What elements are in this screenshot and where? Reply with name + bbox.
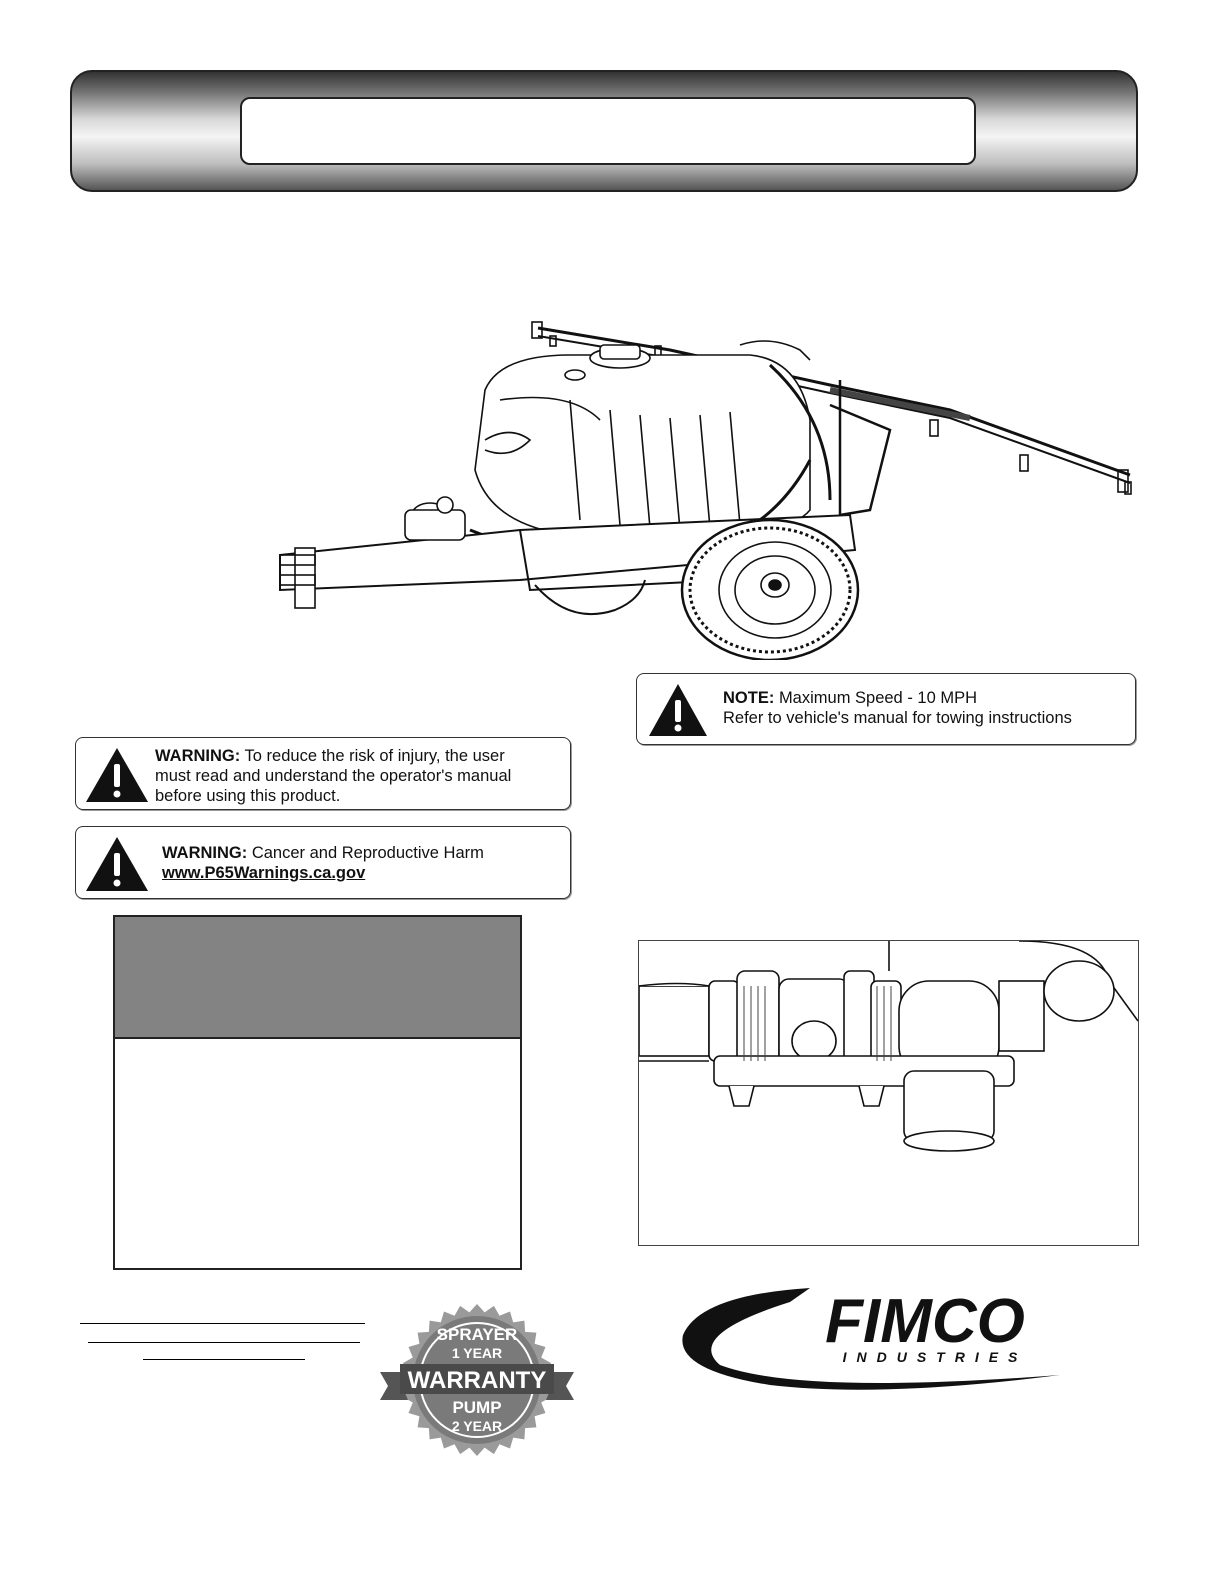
warning-manual-line1: To reduce the risk of injury, the user — [244, 747, 505, 765]
signature-line — [143, 1359, 305, 1360]
p65-link[interactable]: www.P65Warnings.ca.gov — [162, 864, 366, 882]
warning-p65-text: Cancer and Reproductive Harm — [251, 844, 484, 862]
warning-triangle-icon — [86, 748, 148, 802]
info-box-header — [115, 917, 520, 1039]
pump-photo — [638, 940, 1139, 1246]
logo-sub-text: INDUSTRIES — [843, 1349, 1028, 1365]
signature-line — [80, 1323, 365, 1324]
fimco-logo: FIMCO INDUSTRIES — [682, 1287, 1060, 1390]
badge-top-sub-text: 1 YEAR — [452, 1345, 502, 1361]
badge-top-text: SPRAYER — [437, 1325, 518, 1344]
warning-label: WARNING: — [155, 747, 241, 765]
warning-triangle-icon — [86, 837, 148, 891]
warning-triangle-icon — [649, 684, 707, 736]
warning-manual-line2: must read and understand the operator's … — [155, 767, 512, 785]
signature-line — [88, 1342, 360, 1343]
warning-label: WARNING: — [162, 844, 248, 862]
warning-manual-box: WARNING: To reduce the risk of injury, t… — [75, 737, 571, 810]
logo-brand-text: FIMCO — [825, 1287, 1025, 1356]
title-panel — [240, 97, 976, 165]
badge-ribbon-text: WARRANTY — [408, 1367, 547, 1394]
note-label: NOTE: — [723, 689, 775, 707]
note-speed-text: Maximum Speed - 10 MPH — [778, 689, 978, 707]
note-towing-text: Refer to vehicle's manual for towing ins… — [723, 709, 1072, 727]
sprayer-illustration — [279, 321, 1132, 660]
warning-manual-line3: before using this product. — [155, 787, 341, 805]
badge-bottom-text: PUMP — [452, 1398, 501, 1417]
warning-p65-box: WARNING: Cancer and Reproductive Harm ww… — [75, 826, 571, 899]
note-box: NOTE: Maximum Speed - 10 MPH Refer to ve… — [636, 673, 1136, 745]
warranty-badge: SPRAYER 1 YEAR WARRANTY PUMP 2 YEAR — [380, 1304, 574, 1456]
badge-bottom-sub-text: 2 YEAR — [452, 1418, 502, 1434]
info-box — [113, 915, 522, 1270]
